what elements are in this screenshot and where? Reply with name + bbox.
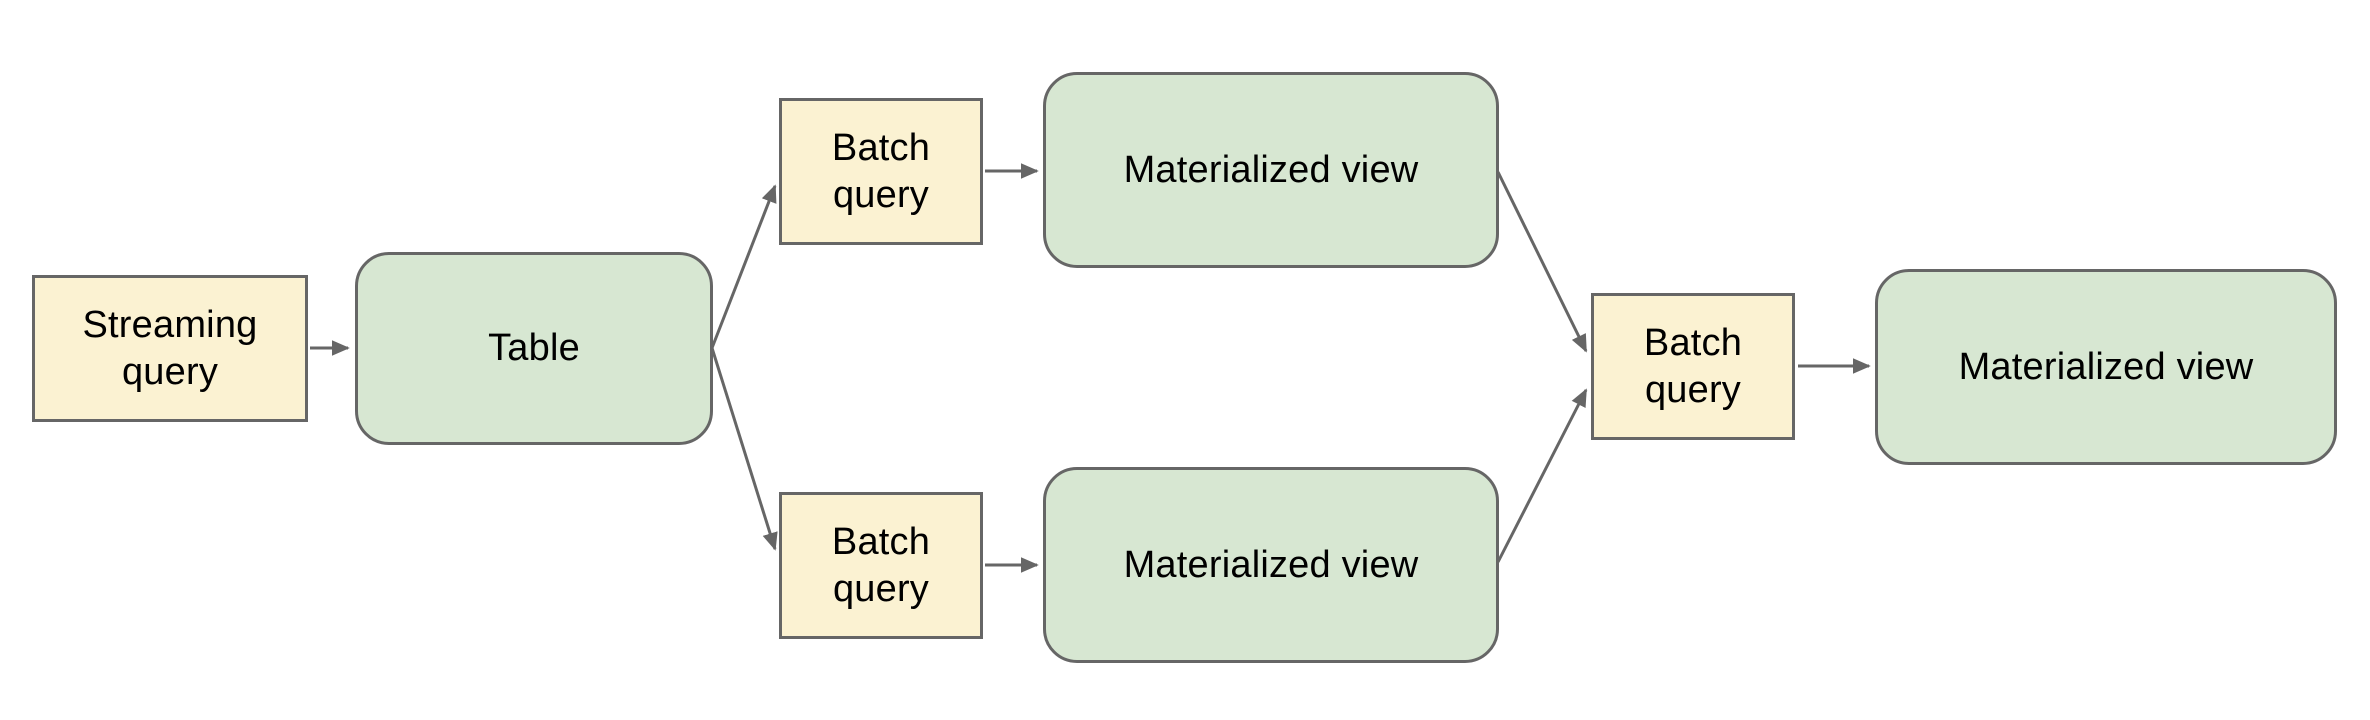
node-table[interactable]: Table [355, 252, 713, 445]
node-materialized-view-final[interactable]: Materialized view [1875, 269, 2337, 465]
node-label: Materialized view [1123, 543, 1419, 586]
node-label: Batch query [831, 127, 931, 216]
edge-table-to-batch-query-top [710, 184, 777, 349]
node-label: Table [488, 327, 580, 370]
node-label: Batch query [831, 521, 931, 610]
node-batch-query-top[interactable]: Batch query [779, 98, 983, 245]
node-label: Batch query [1643, 322, 1743, 411]
node-label: Streaming query [82, 304, 258, 393]
node-batch-query-join[interactable]: Batch query [1591, 293, 1795, 440]
node-batch-query-bottom[interactable]: Batch query [779, 492, 983, 639]
edge-materialized-view-top-to-batch-query-join [1496, 171, 1588, 353]
node-label: Materialized view [1958, 345, 2254, 388]
node-label: Materialized view [1123, 148, 1419, 191]
edge-materialized-view-bottom-to-batch-query-join [1496, 388, 1588, 563]
node-streaming-query[interactable]: Streaming query [32, 275, 308, 422]
node-materialized-view-bottom[interactable]: Materialized view [1043, 467, 1499, 663]
node-materialized-view-top[interactable]: Materialized view [1043, 72, 1499, 268]
edge-table-to-batch-query-bottom [710, 347, 778, 551]
edges-group [310, 163, 1871, 573]
